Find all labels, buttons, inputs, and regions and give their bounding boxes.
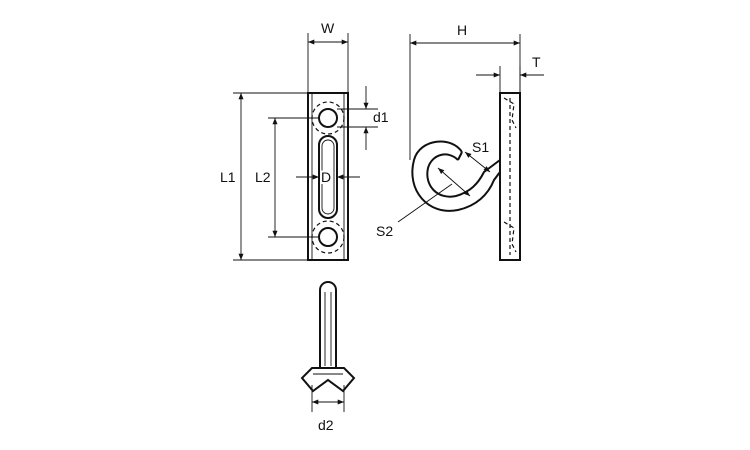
l2-dimension: L2 bbox=[255, 117, 320, 238]
hook-outer bbox=[411, 140, 501, 212]
front-plate-outline bbox=[307, 92, 349, 261]
s2-label: S2 bbox=[376, 223, 393, 239]
w-dimension: W bbox=[307, 20, 349, 93]
side-plate-outline bbox=[499, 92, 521, 261]
center-slot-inner bbox=[321, 139, 335, 215]
bottom-hole bbox=[318, 227, 338, 247]
d2-dimension: d2 bbox=[311, 385, 345, 433]
w-label: W bbox=[321, 20, 335, 36]
s2-dimension: S2 bbox=[376, 167, 471, 239]
hook-inner bbox=[426, 153, 501, 198]
h-label: H bbox=[457, 22, 467, 38]
l1-dimension: L1 bbox=[220, 92, 308, 261]
pin-view bbox=[300, 281, 356, 393]
t-label: T bbox=[532, 54, 541, 70]
d2-label: d2 bbox=[318, 417, 334, 433]
top-hole bbox=[318, 108, 338, 128]
d-dimension: D bbox=[296, 167, 360, 187]
s1-label: S1 bbox=[472, 139, 489, 155]
side-view bbox=[411, 92, 521, 261]
l1-label: L1 bbox=[220, 169, 236, 185]
d1-dimension: d1 bbox=[337, 86, 389, 150]
h-dimension: H bbox=[409, 22, 521, 160]
pin-flange bbox=[300, 367, 356, 393]
t-dimension: T bbox=[476, 54, 544, 93]
hook-tip bbox=[457, 151, 463, 161]
d1-label: d1 bbox=[373, 109, 389, 125]
s1-dimension: S1 bbox=[464, 139, 491, 173]
d-label: D bbox=[321, 169, 331, 185]
l2-label: L2 bbox=[255, 169, 271, 185]
pin-shank bbox=[319, 281, 337, 368]
